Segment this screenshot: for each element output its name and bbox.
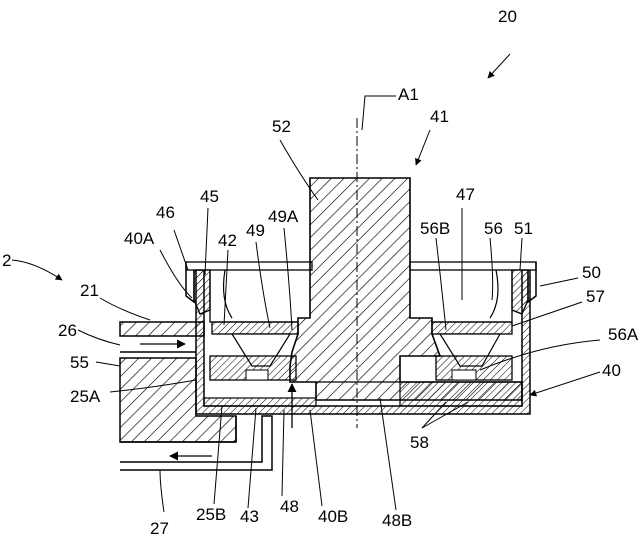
cup-left <box>210 270 298 322</box>
label-20: 20 <box>498 7 517 26</box>
label-43: 43 <box>240 507 259 526</box>
label-56b: 56B <box>420 219 450 238</box>
label-49: 49 <box>246 221 265 240</box>
pipe-21 <box>120 322 204 336</box>
label-48b: 48B <box>382 511 412 530</box>
label-25b: 25B <box>196 505 226 524</box>
label-a1: A1 <box>398 85 419 104</box>
label-42: 42 <box>218 231 237 250</box>
label-48: 48 <box>280 497 299 516</box>
label-55: 55 <box>70 353 89 372</box>
label-21: 21 <box>80 281 99 300</box>
label-50: 50 <box>582 263 601 282</box>
label-52: 52 <box>272 117 291 136</box>
label-45: 45 <box>200 187 219 206</box>
label-40: 40 <box>602 361 621 380</box>
label-40b: 40B <box>318 507 348 526</box>
label-57: 57 <box>586 287 605 306</box>
label-25a: 25A <box>70 387 101 406</box>
label-26: 26 <box>58 321 77 340</box>
label-56a: 56A <box>608 325 639 344</box>
label-40a: 40A <box>124 229 155 248</box>
label-51: 51 <box>514 219 533 238</box>
channel-26 <box>120 344 196 352</box>
label-27: 27 <box>150 519 169 538</box>
label-47: 47 <box>456 185 475 204</box>
label-41: 41 <box>430 107 449 126</box>
bearing-left <box>210 322 298 380</box>
label-58: 58 <box>410 433 429 452</box>
bearing-right <box>432 322 512 380</box>
label-49a: 49A <box>268 207 299 226</box>
label-46: 46 <box>156 203 175 222</box>
label-2: 2 <box>2 251 11 270</box>
label-56: 56 <box>484 219 503 238</box>
